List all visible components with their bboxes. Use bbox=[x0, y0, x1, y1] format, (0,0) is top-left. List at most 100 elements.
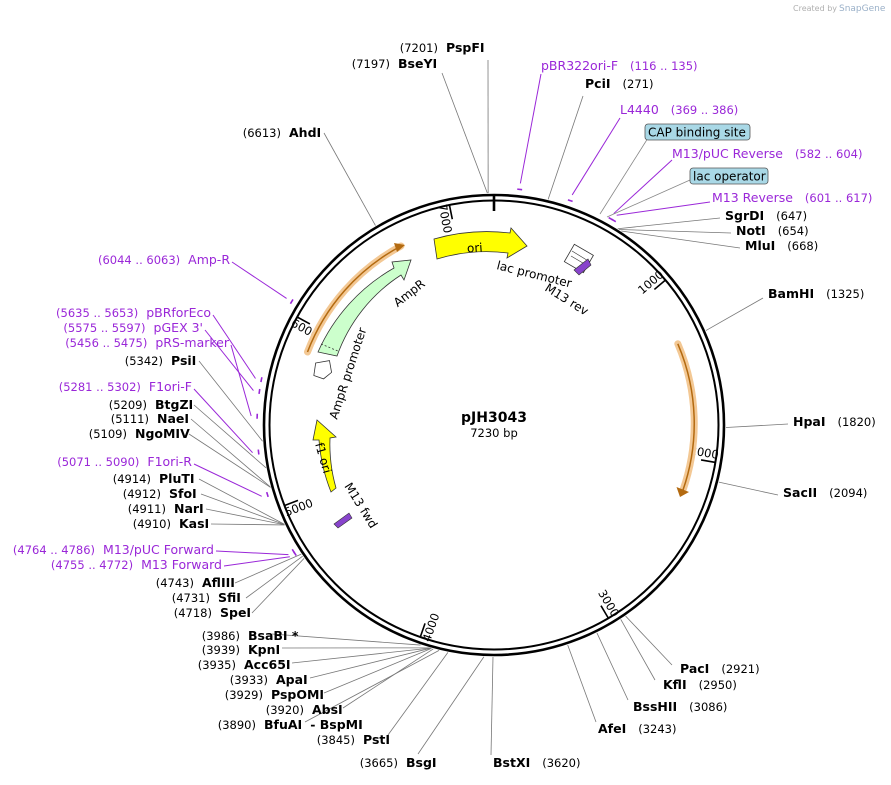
restriction-site-name[interactable]: AfeI bbox=[598, 721, 626, 736]
tick-mark bbox=[653, 279, 666, 291]
site-leader-line bbox=[234, 553, 302, 584]
primer-marker[interactable] bbox=[265, 491, 269, 498]
restriction-site-name[interactable]: KpnI bbox=[248, 642, 280, 657]
primer-marker[interactable] bbox=[611, 218, 617, 223]
restriction-site-name[interactable]: BsaBI * bbox=[248, 628, 299, 643]
restriction-site-name[interactable]: BstXI bbox=[493, 755, 530, 770]
primer-name[interactable]: pBRforEco bbox=[146, 305, 211, 320]
tick-mark bbox=[448, 205, 454, 220]
restriction-site-name[interactable]: BseYI bbox=[398, 56, 437, 71]
restriction-site-name[interactable]: NotI bbox=[736, 223, 766, 238]
restriction-site-name[interactable]: HpaI bbox=[793, 414, 826, 429]
restriction-site-name[interactable]: SacII bbox=[783, 485, 817, 500]
restriction-site-position: (3890) bbox=[218, 718, 256, 732]
snapgene-brand: SnapGene bbox=[839, 4, 886, 14]
site-leader-line bbox=[625, 615, 673, 666]
feature-f1-ori-label: f1 ori bbox=[312, 441, 334, 475]
tick-mark bbox=[700, 459, 716, 464]
primer-name[interactable]: L4440 bbox=[620, 102, 659, 117]
restriction-site-name[interactable]: PspOMI bbox=[271, 687, 324, 702]
restriction-site-position: (647) bbox=[776, 209, 807, 223]
primer-name[interactable]: pRS-marker bbox=[155, 335, 230, 350]
primer-marker[interactable] bbox=[257, 449, 260, 455]
feature-ampr-promoter[interactable] bbox=[312, 360, 333, 381]
primer-name[interactable]: M13 Reverse bbox=[712, 190, 793, 205]
restriction-site-name[interactable]: BfuAI bbox=[264, 717, 302, 732]
restriction-site-extra[interactable]: - BspMI bbox=[310, 717, 363, 732]
feature-m13-fwd[interactable] bbox=[333, 512, 353, 529]
primer-marker[interactable] bbox=[517, 188, 523, 191]
site-leader-line bbox=[417, 656, 485, 755]
orf-arrow-ampr-line bbox=[306, 245, 402, 353]
restriction-site-position: (2094) bbox=[829, 486, 867, 500]
restriction-site-name[interactable]: KasI bbox=[179, 516, 209, 531]
site-leader-line bbox=[490, 656, 494, 756]
primer-name[interactable]: M13 Forward bbox=[141, 557, 222, 572]
restriction-site-position: (2950) bbox=[699, 678, 737, 692]
lac-operator-box[interactable] bbox=[689, 167, 769, 185]
plasmid-name: pJH3043 bbox=[461, 410, 527, 426]
primer-name[interactable]: M13/pUC Reverse bbox=[672, 146, 783, 161]
restriction-site-name[interactable]: MluI bbox=[745, 238, 775, 253]
site-leader-line bbox=[705, 297, 764, 331]
restriction-site-position: (6613) bbox=[243, 126, 281, 140]
restriction-site-position: (3845) bbox=[317, 733, 355, 747]
primer-leader-line bbox=[616, 201, 711, 216]
site-leader-line bbox=[309, 647, 431, 679]
feature-m13-rev[interactable] bbox=[573, 258, 592, 276]
primer-marker[interactable] bbox=[258, 388, 261, 394]
restriction-site-position: (3086) bbox=[689, 700, 727, 714]
restriction-site-name[interactable]: NaeI bbox=[157, 411, 189, 426]
primer-name[interactable]: Amp-R bbox=[188, 252, 230, 267]
restriction-site-name[interactable]: NgoMIV bbox=[135, 426, 190, 441]
site-leader-line bbox=[567, 644, 597, 723]
restriction-site-name[interactable]: BtgZI bbox=[155, 397, 193, 412]
lac-operator-leader bbox=[606, 179, 691, 218]
primer-name[interactable]: pGEX 3' bbox=[154, 320, 203, 335]
restriction-site-name[interactable]: BsgI bbox=[406, 755, 437, 770]
restriction-site-name[interactable]: AflIII bbox=[202, 575, 235, 590]
restriction-site-position: (668) bbox=[787, 239, 818, 253]
restriction-site-name[interactable]: PciI bbox=[585, 76, 611, 91]
cap-site-box[interactable] bbox=[644, 123, 751, 141]
feature-ori[interactable] bbox=[433, 227, 528, 260]
restriction-site-name[interactable]: BssHII bbox=[633, 699, 677, 714]
tick-mark bbox=[419, 623, 426, 637]
restriction-site-name[interactable]: SpeI bbox=[220, 605, 251, 620]
primer-name[interactable]: pBR322ori-F bbox=[541, 58, 618, 73]
restriction-site-name[interactable]: AbsI bbox=[312, 702, 343, 717]
restriction-site-name[interactable]: SfoI bbox=[169, 486, 197, 501]
primer-name[interactable]: M13/pUC Forward bbox=[103, 542, 214, 557]
primer-marker[interactable] bbox=[289, 299, 294, 305]
restriction-site-position: (3933) bbox=[230, 673, 268, 687]
feature-ampr[interactable] bbox=[317, 259, 412, 357]
feature-f1-ori[interactable] bbox=[312, 419, 337, 493]
restriction-site-name[interactable]: SgrDI bbox=[725, 208, 764, 223]
restriction-site-name[interactable]: SfiI bbox=[218, 590, 241, 605]
restriction-site-name[interactable]: NarI bbox=[174, 501, 204, 516]
primer-marker[interactable] bbox=[260, 377, 263, 383]
restriction-site-name[interactable]: PsiI bbox=[171, 353, 196, 368]
restriction-site-name[interactable]: PspFI bbox=[446, 40, 485, 55]
feature-m13-fwd-label: M13 fwd bbox=[341, 480, 380, 531]
primer-name[interactable]: F1ori-F bbox=[149, 379, 192, 394]
primer-range: (601 .. 617) bbox=[805, 191, 873, 205]
primer-marker[interactable] bbox=[567, 199, 573, 203]
cap-site-leader bbox=[599, 137, 649, 215]
restriction-site-name[interactable]: ApaI bbox=[276, 672, 308, 687]
primer-marker[interactable] bbox=[292, 551, 297, 557]
restriction-site-name[interactable]: PluTI bbox=[159, 471, 195, 486]
restriction-site-position: (4743) bbox=[156, 576, 194, 590]
restriction-site-name[interactable]: AhdI bbox=[289, 125, 321, 140]
restriction-site-name[interactable]: Acc65I bbox=[244, 657, 291, 672]
primer-name[interactable]: F1ori-R bbox=[147, 454, 192, 469]
primer-range: (5071 .. 5090) bbox=[57, 455, 139, 469]
orf-arrowhead-right bbox=[676, 487, 689, 497]
restriction-site-name[interactable]: BamHI bbox=[768, 286, 814, 301]
restriction-site-name[interactable]: PstI bbox=[363, 732, 390, 747]
restriction-site-name[interactable]: PacI bbox=[680, 661, 709, 676]
restriction-site-name[interactable]: KflI bbox=[663, 677, 687, 692]
restriction-site-position: (4911) bbox=[128, 502, 166, 516]
site-leader-line bbox=[718, 481, 779, 496]
